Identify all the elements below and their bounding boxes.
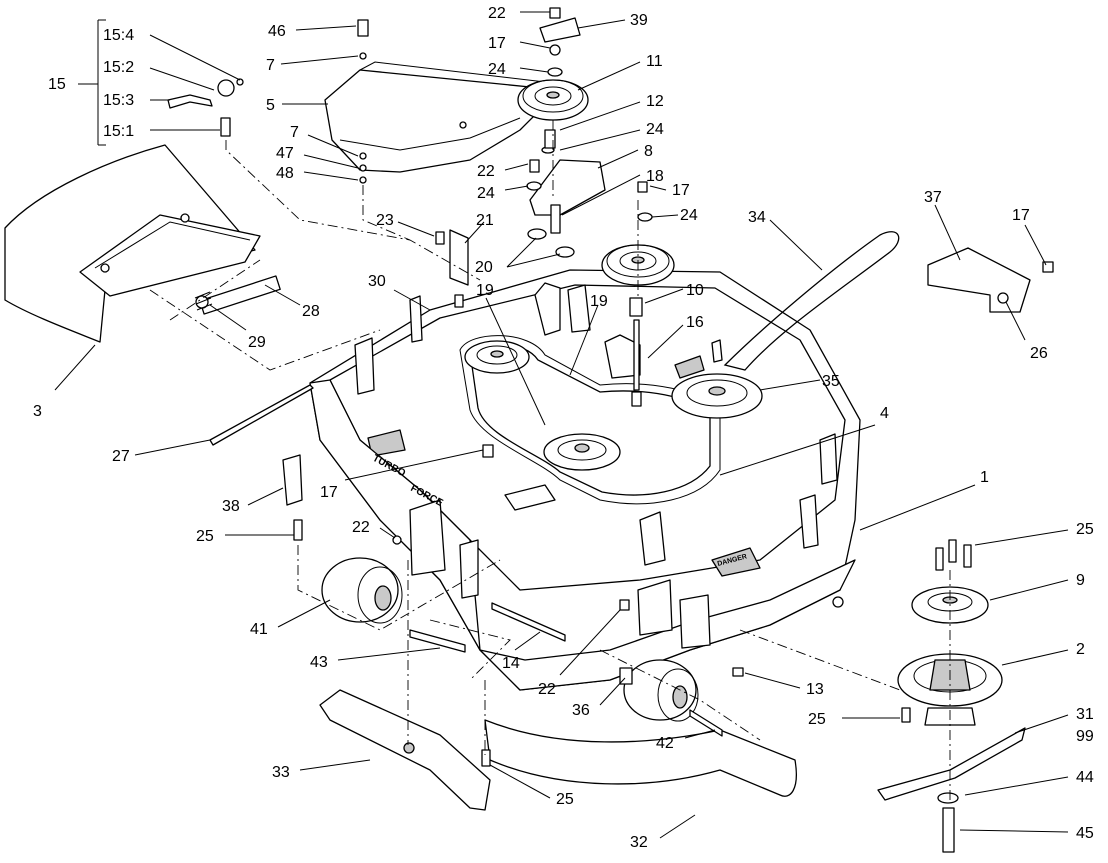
- callout-25b: 25: [1076, 521, 1094, 538]
- callout-16: 16: [686, 314, 704, 331]
- callout-10: 10: [686, 282, 704, 299]
- callout-15-1: 15:1: [103, 123, 134, 140]
- axle-42-shaft: [689, 709, 723, 737]
- callout-29: 29: [248, 334, 266, 351]
- callout-36: 36: [572, 702, 590, 719]
- callout-7b: 7: [290, 124, 299, 141]
- callout-labels: 15:4 15:2 15:3 15:1 15 46 7 5 7 47 48 22…: [33, 5, 1094, 851]
- idler-bracket-8: [529, 159, 606, 216]
- callout-41: 41: [250, 621, 268, 638]
- callout-25d: 25: [556, 791, 574, 808]
- belt-34: [723, 231, 900, 371]
- callout-19b: 19: [590, 293, 608, 310]
- mower-deck-body: [309, 269, 861, 691]
- callout-46: 46: [268, 23, 286, 40]
- callout-34: 34: [748, 209, 766, 226]
- callout-14: 14: [502, 655, 520, 672]
- callout-15: 15: [48, 76, 66, 93]
- callout-22d: 22: [538, 681, 556, 698]
- callout-12: 12: [646, 93, 664, 110]
- callout-22a: 22: [488, 5, 506, 22]
- callout-4: 4: [880, 405, 889, 422]
- pulley-11: [517, 79, 589, 121]
- callout-27: 27: [112, 448, 130, 465]
- callout-17b: 17: [672, 182, 690, 199]
- callout-35: 35: [822, 373, 840, 390]
- callout-19a: 19: [476, 282, 494, 299]
- callout-32: 32: [630, 834, 648, 851]
- callout-8: 8: [644, 143, 653, 160]
- callout-28: 28: [302, 303, 320, 320]
- callout-31: 31: [1076, 706, 1094, 723]
- alignment-lines: [149, 120, 951, 800]
- callout-23: 23: [376, 212, 394, 229]
- callout-24c: 24: [477, 185, 495, 202]
- callout-33: 33: [272, 764, 290, 781]
- callout-26: 26: [1030, 345, 1048, 362]
- axle-14: [491, 602, 566, 642]
- callout-25c: 25: [808, 711, 826, 728]
- callout-24d: 24: [680, 207, 698, 224]
- callout-25a: 25: [196, 528, 214, 545]
- callout-30: 30: [368, 273, 386, 290]
- callout-42: 42: [656, 735, 674, 752]
- callout-18: 18: [646, 168, 664, 185]
- callout-44: 44: [1076, 769, 1094, 786]
- callout-21: 21: [476, 212, 494, 229]
- callout-15-3: 15:3: [103, 92, 134, 109]
- callout-3: 3: [33, 403, 42, 420]
- callout-1: 1: [980, 469, 989, 486]
- callout-39: 39: [630, 12, 648, 29]
- callout-47: 47: [276, 145, 294, 162]
- leader-lines: [54, 11, 1069, 839]
- callout-45: 45: [1076, 825, 1094, 842]
- callout-43: 43: [310, 654, 328, 671]
- callout-48: 48: [276, 165, 294, 182]
- bracket-37: [927, 247, 1031, 313]
- front-baffle-32: [484, 719, 797, 797]
- callout-5: 5: [266, 97, 275, 114]
- callout-7a: 7: [266, 57, 275, 74]
- callout-37: 37: [924, 189, 942, 206]
- callout-9: 9: [1076, 572, 1085, 589]
- blade-31: [877, 727, 1026, 801]
- axle-43: [409, 629, 466, 653]
- callout-2: 2: [1076, 641, 1085, 658]
- callout-24a: 24: [488, 61, 506, 78]
- callout-38: 38: [222, 498, 240, 515]
- callout-11: 11: [646, 53, 663, 70]
- wheel-41: [321, 557, 403, 624]
- callout-17c: 17: [1012, 207, 1030, 224]
- wheel-42: [623, 659, 699, 722]
- callout-17a: 17: [488, 35, 506, 52]
- callout-20: 20: [475, 259, 493, 276]
- callout-22b: 22: [477, 163, 495, 180]
- callout-22c: 22: [352, 519, 370, 536]
- callout-15-2: 15:2: [103, 59, 134, 76]
- callout-99: 99: [1076, 728, 1094, 745]
- hardware: [167, 7, 1054, 853]
- discharge-chute: [4, 144, 261, 343]
- callout-17d: 17: [320, 484, 338, 501]
- callout-13: 13: [806, 681, 824, 698]
- callout-24b: 24: [646, 121, 664, 138]
- callout-15-4: 15:4: [103, 27, 134, 44]
